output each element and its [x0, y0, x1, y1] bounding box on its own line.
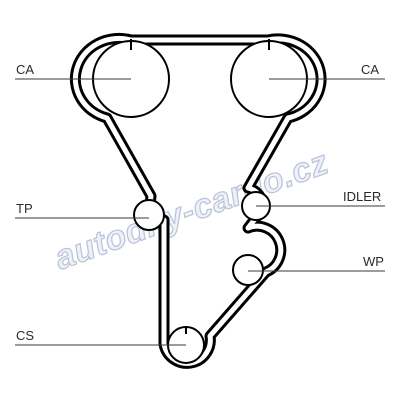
watermark-text: autodily-cardo.cz [50, 143, 334, 277]
camshaft-pulley-left [92, 39, 170, 118]
label-ca-left: CA [16, 62, 34, 77]
tensioner-pulley [133, 199, 165, 231]
label-tp: TP [16, 201, 33, 216]
camshaft-pulley-right [230, 39, 308, 118]
label-idler: IDLER [343, 189, 381, 204]
water-pump-pulley [232, 254, 264, 286]
timing-belt [69, 32, 327, 369]
label-cs: CS [16, 328, 34, 343]
label-wp: WP [363, 254, 384, 269]
label-ca-right: CA [361, 62, 379, 77]
